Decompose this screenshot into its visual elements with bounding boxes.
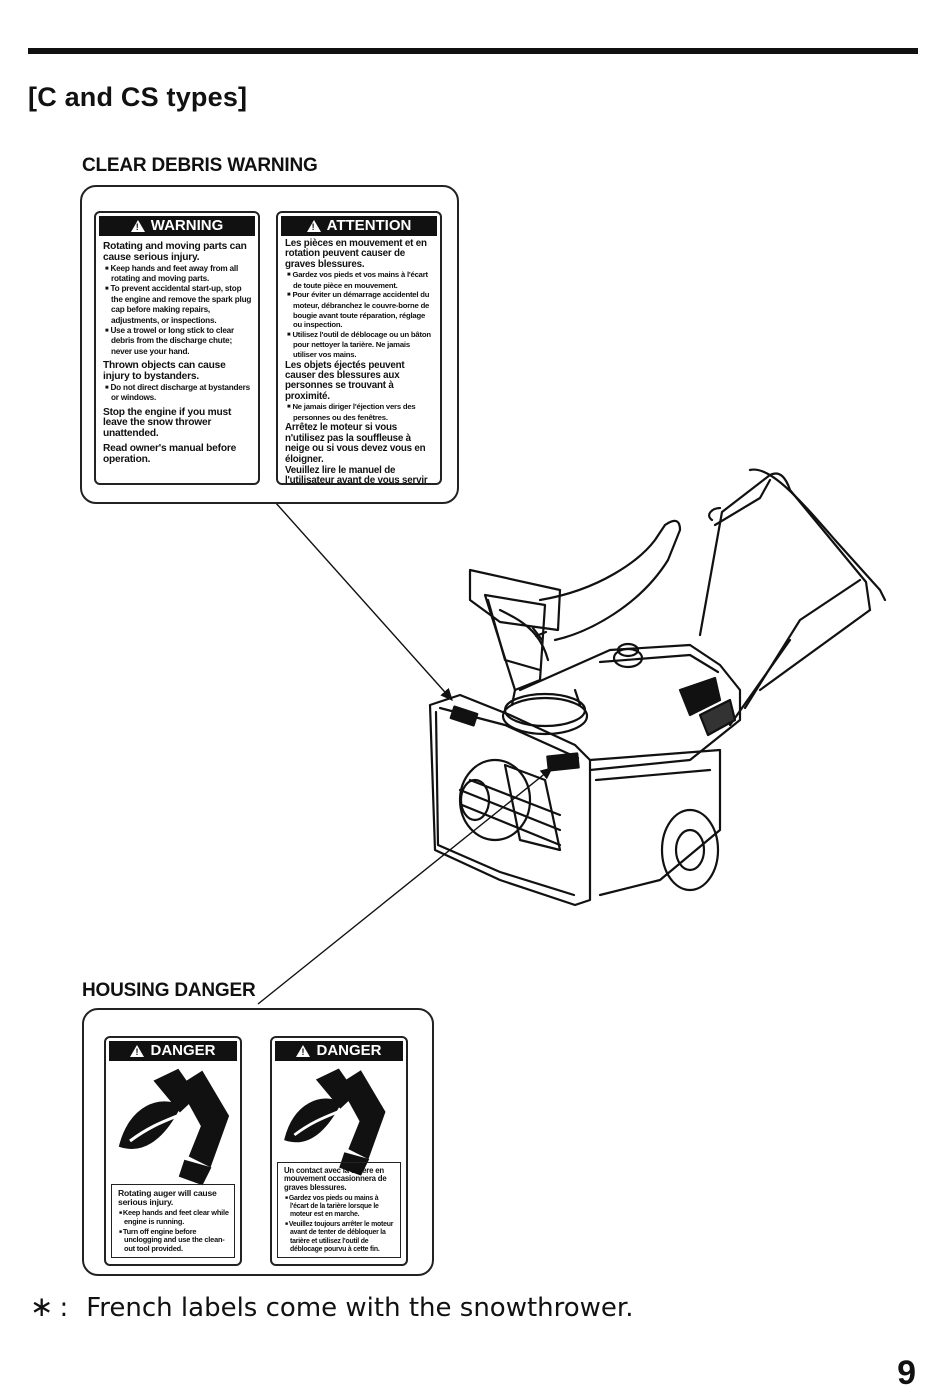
text-line: Rotating and moving parts can cause seri… [103,241,247,263]
footnote-text: French labels come with the snowthrower. [86,1293,634,1323]
alert-triangle-icon: ! [130,220,145,232]
text-line: Un contact avec la tarière en mouvement … [284,1165,387,1192]
footnote: ∗ : French labels come with the snowthro… [30,1290,634,1323]
clear-debris-label: ! WARNING Rotating and moving parts can … [80,185,459,504]
danger-banner: ! DANGER [275,1041,403,1061]
danger-banner: ! DANGER [109,1041,237,1061]
attention-text-french: Les pièces en mouvement et en rotation p… [278,236,440,485]
text-line: Rotating auger will cause serious injury… [118,1187,217,1208]
text-line: Pour éviter un démarrage accidentel du m… [285,290,434,329]
housing-danger-label: ! DANGER Rotating auger will cause serio… [82,1008,434,1276]
text-line: Use a trowel or long stick to clear debr… [103,326,252,357]
text-line: Do not direct discharge at bystanders or… [103,383,252,404]
alert-triangle-icon: ! [306,220,321,232]
alert-triangle-icon: ! [130,1045,145,1057]
text-line: Gardez vos pieds et vos mains à l'écart … [285,270,434,290]
text-line: Arrêtez le moteur si vous n'utilisez pas… [285,422,426,465]
text-line: Les objets éjectés peuvent causer des bl… [285,359,405,402]
text-line: Utilisez l'outil de déblocage ou un bâto… [285,330,434,360]
footnote-asterisk: ∗ [30,1290,54,1323]
warning-panel-english: ! WARNING Rotating and moving parts can … [94,211,260,485]
auger-hand-hazard-icon [116,1068,230,1186]
attention-panel-french: ! ATTENTION Les pièces en mouvement et e… [276,211,442,485]
page-number: 9 [897,1354,916,1392]
text-line: Veuillez toujours arrêter le moteur avan… [284,1220,396,1254]
footnote-separator: : [59,1293,69,1323]
alert-triangle-icon: ! [296,1045,311,1057]
text-line: Stop the engine if you must leave the sn… [103,406,232,440]
text-line: Turn off engine before unclogging and us… [118,1227,230,1254]
danger-panel-french: ! DANGER Un contact avec la tarière en m… [270,1036,408,1266]
housing-danger-heading: HOUSING DANGER [82,980,256,1001]
clear-debris-heading: CLEAR DEBRIS WARNING [82,155,318,176]
section-title: [C and CS types] [28,82,248,112]
warning-text-english: Rotating and moving parts can cause seri… [96,236,258,466]
top-rule [28,48,918,54]
auger-hand-hazard-icon [282,1068,386,1176]
text-line: Gardez vos pieds ou mains à l'écart de l… [284,1194,396,1220]
text-line: Les pièces en mouvement et en rotation p… [285,238,427,270]
text-line: Read owner's manual before operation. [103,443,237,465]
danger-text-french: Un contact avec la tarière en mouvement … [277,1161,401,1258]
warning-banner: ! WARNING [99,216,255,236]
text-line: Keep hands and feet away from all rotati… [103,264,252,285]
text-line: Thrown objects can cause injury to bysta… [103,360,226,383]
danger-panel-english: ! DANGER Rotating auger will cause serio… [104,1036,242,1266]
text-line: Veuillez lire le manuel de l'utilisateur… [285,465,428,485]
text-line: Ne jamais diriger l'éjection vers des pe… [285,402,434,422]
text-line: To prevent accidental start-up, stop the… [103,284,252,326]
danger-text-english: Rotating auger will cause serious injury… [111,1183,235,1258]
text-line: Keep hands and feet clear while engine i… [118,1208,230,1227]
attention-banner: ! ATTENTION [281,216,437,236]
